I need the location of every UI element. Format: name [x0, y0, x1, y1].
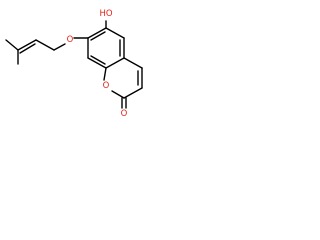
bond-c6-c7 — [87, 27, 107, 39]
bond-c8a-c8 — [87, 57, 107, 69]
bond-c6-c5 — [105, 27, 125, 39]
ether-oxygen-label: O — [67, 35, 74, 45]
chemical-structure-diagram: HO O O O — [5, 9, 143, 119]
ring-oxygen-label: O — [103, 81, 110, 91]
carbonyl-oxygen-label: O — [121, 109, 128, 119]
double-bond-ch-c — [19, 43, 36, 54]
double-bond-c8a-c8 — [90, 55, 106, 65]
bond-c2-o1 — [111, 90, 125, 99]
bond-c4a-c4 — [123, 57, 143, 69]
hydroxyl-label: HO — [99, 9, 112, 19]
prenyloxy-chain — [5, 37, 89, 65]
bond-c3-c2 — [123, 87, 143, 99]
pyrone-ring — [103, 57, 143, 109]
bond-o1-c8a — [103, 67, 107, 81]
double-bond-c6-c7 — [90, 31, 106, 41]
bond-ether-o-ch2 — [53, 43, 66, 51]
benzene-ring — [87, 27, 125, 69]
bond-c-methyl-1 — [5, 39, 19, 51]
bond-ch-c — [17, 39, 37, 51]
bond-ch2-ch — [35, 39, 55, 51]
bond-c4a-c8a — [105, 57, 125, 69]
